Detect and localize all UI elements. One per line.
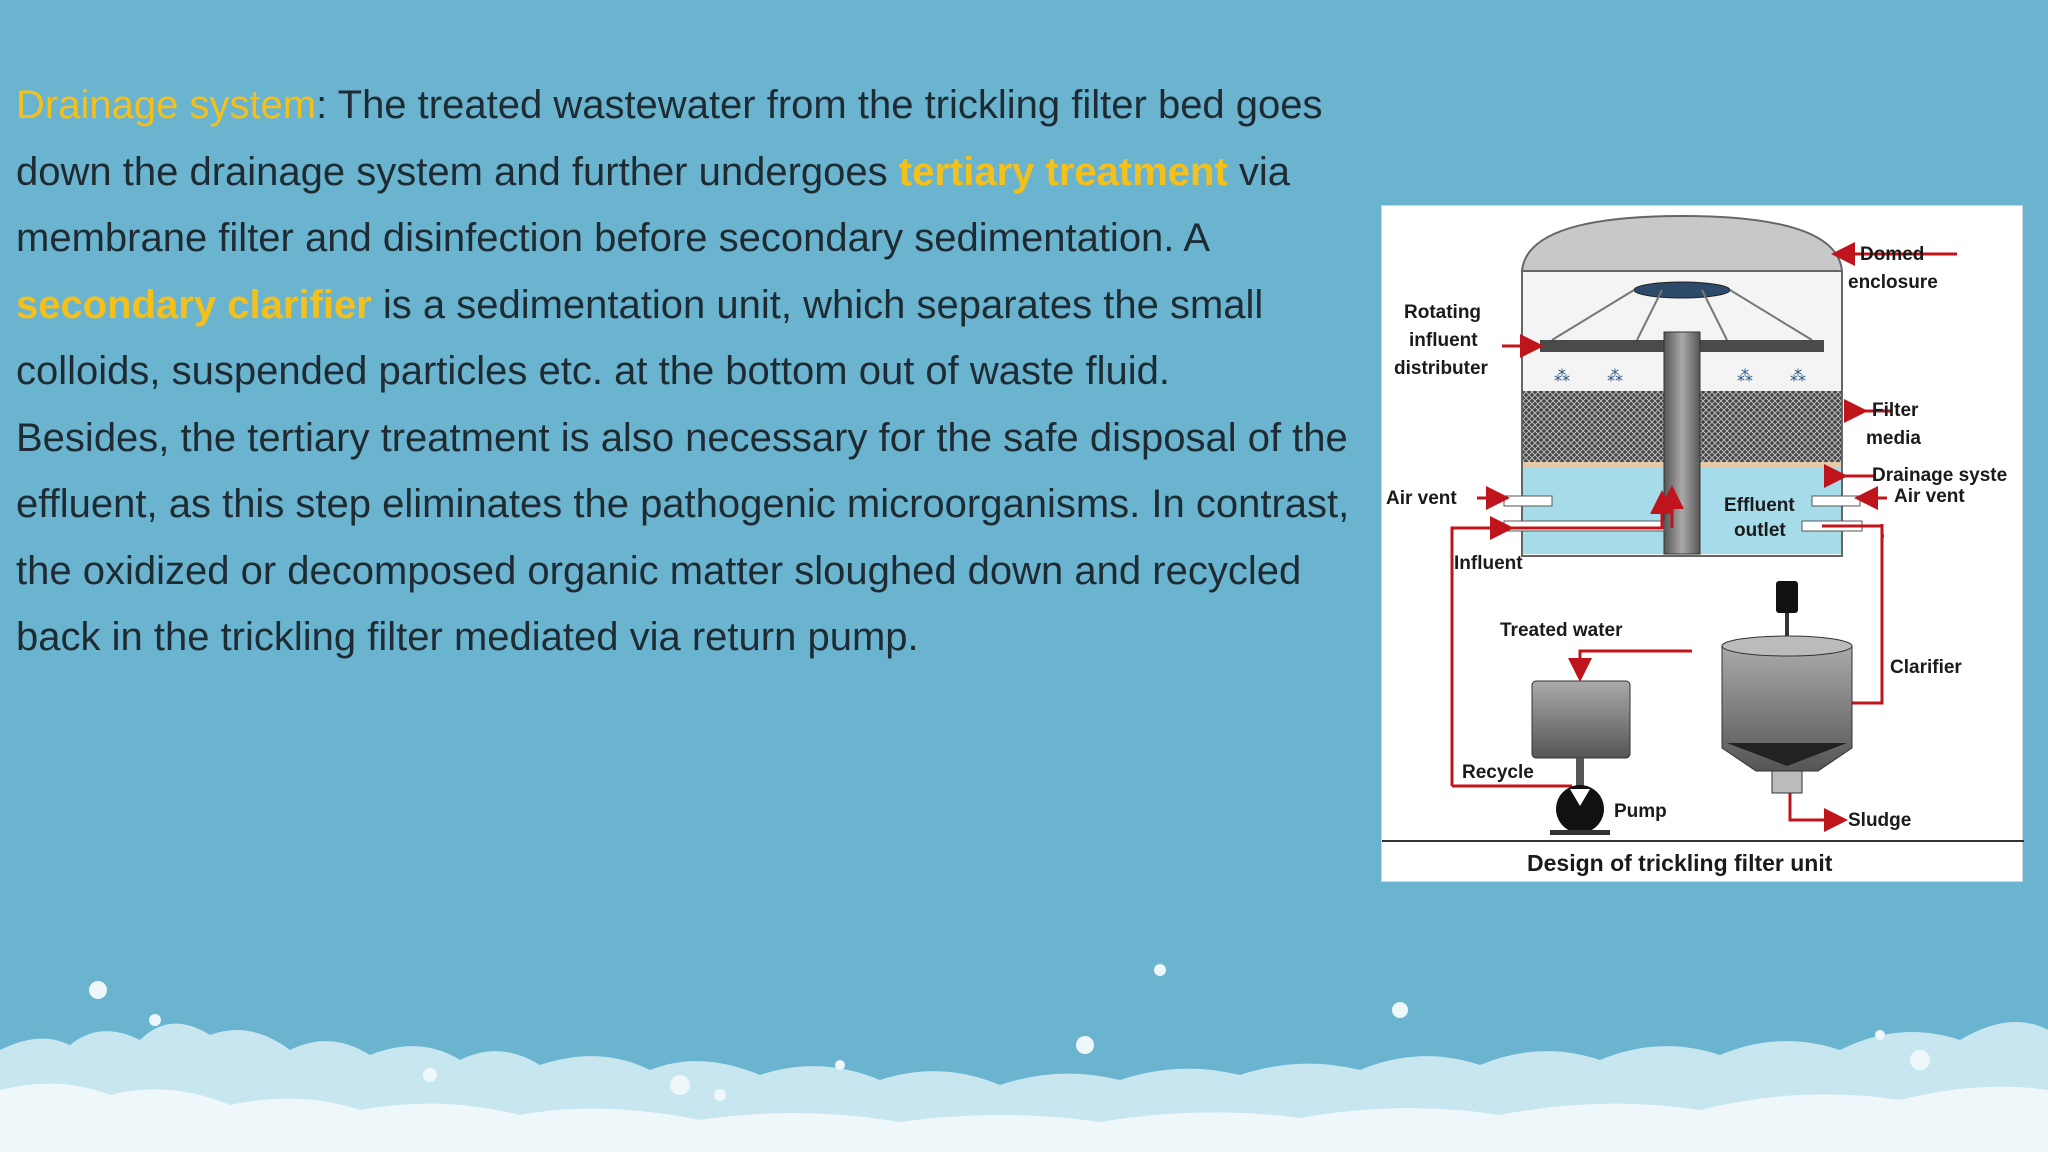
spray-drops-3: ⁂ xyxy=(1737,368,1753,385)
label-sludge: Sludge xyxy=(1848,810,1911,831)
air-vent-right-pipe xyxy=(1811,495,1861,507)
paragraph-tertiary: Besides, the tertiary treatment is also … xyxy=(16,415,1350,660)
splash-decoration xyxy=(0,964,2048,1152)
label-filter-1: Filter xyxy=(1872,400,1919,421)
central-column xyxy=(1663,331,1701,555)
clarifier-shaft xyxy=(1785,613,1789,653)
figure-caption: Design of trickling filter unit xyxy=(1527,850,1833,876)
label-recycle: Recycle xyxy=(1462,762,1534,783)
clarifier-outlet xyxy=(1771,770,1803,794)
trickling-filter-diagram: ⁂ ⁂ ⁂ ⁂ xyxy=(1381,205,2024,882)
label-rotating-1: Rotating xyxy=(1404,302,1481,323)
diagram-svg: ⁂ ⁂ ⁂ ⁂ xyxy=(1382,214,2024,876)
paragraph-drainage: Drainage system: The treated wastewater … xyxy=(16,72,1386,405)
treated-water-tank xyxy=(1531,680,1631,759)
spray-drops-2: ⁂ xyxy=(1607,368,1623,385)
body-text: Drainage system: The treated wastewater … xyxy=(16,72,1386,671)
distributor-arms xyxy=(1551,289,1813,341)
clarifier-cone xyxy=(1727,743,1847,766)
label-rotating-2: influent xyxy=(1409,330,1478,351)
paragraph-text-2: via membrane filter and disinfection bef… xyxy=(16,149,1291,261)
dome xyxy=(1520,214,1844,272)
label-rotating-3: distributer xyxy=(1394,358,1489,379)
distributor-head xyxy=(1633,281,1731,299)
label-clarifier: Clarifier xyxy=(1890,657,1962,678)
label-air-vent-right: Air vent xyxy=(1894,486,1965,507)
label-air-vent-left: Air vent xyxy=(1386,488,1457,509)
label-domed-1: Domed xyxy=(1860,244,1924,265)
label-treated-water: Treated water xyxy=(1500,620,1623,641)
term-tertiary-treatment: tertiary treatment xyxy=(898,149,1228,194)
air-vent-left-pipe xyxy=(1503,495,1553,507)
term-drainage-system: Drainage system xyxy=(16,83,317,127)
clarifier-rim xyxy=(1721,635,1853,657)
spray-drops-4: ⁂ xyxy=(1790,368,1806,385)
spray-drops: ⁂ xyxy=(1554,368,1570,385)
label-influent: Influent xyxy=(1454,553,1523,574)
pump-riser xyxy=(1576,758,1584,788)
pump-base xyxy=(1550,830,1610,835)
paragraph-text-3: is a sedimentation unit, which separates… xyxy=(16,282,1264,394)
pump-body xyxy=(1556,785,1604,833)
paragraph-text-1: : The treated wastewater from the trickl… xyxy=(16,83,1323,194)
label-domed-2: enclosure xyxy=(1848,272,1938,293)
label-drainage: Drainage syste xyxy=(1872,465,2007,486)
label-effluent-1: Effluent xyxy=(1724,495,1795,516)
label-filter-2: media xyxy=(1866,428,1921,449)
pump-triangle xyxy=(1570,789,1590,806)
label-pump: Pump xyxy=(1614,801,1667,822)
term-secondary-clarifier: secondary clarifier xyxy=(16,282,372,327)
clarifier-motor xyxy=(1776,581,1798,613)
label-effluent-2: outlet xyxy=(1734,520,1786,541)
flow-lines xyxy=(1450,242,1957,832)
